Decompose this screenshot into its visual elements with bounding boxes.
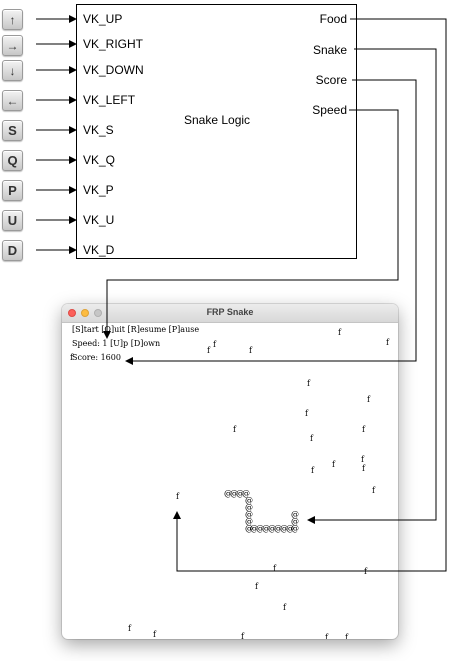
food-cell: f — [362, 464, 365, 473]
food-cell: f — [338, 328, 341, 337]
input-label-vk-q: VK_Q — [83, 153, 116, 167]
input-label-vk-d: VK_D — [83, 243, 115, 257]
food-cell: f — [345, 633, 348, 640]
snake-segment: @ — [274, 524, 282, 533]
up-arrow-icon: ↑ — [9, 12, 16, 27]
food-cell: f — [362, 425, 365, 434]
window-titlebar[interactable]: FRP Snake — [62, 304, 398, 323]
s-key: S — [2, 120, 23, 141]
window-title: FRP Snake — [206, 307, 254, 317]
u-key: U — [2, 210, 23, 231]
output-label-score: Score — [315, 73, 347, 87]
food-cell: f — [311, 466, 314, 475]
snake-segment: @ — [245, 510, 253, 519]
food-cell: f — [70, 353, 73, 362]
speed-line: Speed: 1 [U]p [D]own — [72, 339, 161, 348]
score-line: Score: 1600 — [72, 353, 121, 362]
snake-segment: @ — [250, 524, 258, 533]
right-arrow-key: → — [2, 35, 23, 56]
down-arrow-icon: ↓ — [9, 63, 16, 78]
snake-segment: @ — [245, 524, 253, 533]
food-cell: f — [176, 492, 179, 501]
snake-wire — [307, 48, 437, 524]
snake-logic-box — [76, 4, 357, 259]
snake-segment: @ — [268, 524, 276, 533]
food-cell: f — [310, 434, 313, 443]
snake-segment: @ — [286, 524, 294, 533]
snake-segment: @ — [245, 517, 253, 526]
q-key: Q — [2, 150, 23, 171]
right-arrow-icon: → — [6, 38, 19, 53]
left-arrow-icon: ← — [6, 93, 19, 108]
output-label-snake: Snake — [312, 43, 347, 57]
snake-segment: @ — [245, 503, 253, 512]
input-label-vk-down: VK_DOWN — [83, 63, 144, 77]
snake-segment: @ — [291, 517, 299, 526]
snake-segment: @ — [291, 524, 299, 533]
food-wire — [173, 18, 447, 572]
snake-segment: @ — [280, 524, 288, 533]
close-icon[interactable] — [68, 309, 76, 317]
food-cell: f — [255, 582, 258, 591]
input-label-vk-up: VK_UP — [83, 12, 123, 26]
food-cell: f — [283, 603, 286, 612]
food-cell: f — [372, 486, 375, 495]
snake-segment: @ — [262, 524, 270, 533]
snake-segment: @ — [291, 510, 299, 519]
snake-segment: @ — [236, 489, 244, 498]
food-cell: f — [332, 460, 335, 469]
output-label-food: Food — [319, 12, 347, 26]
input-label-vk-p: VK_P — [83, 183, 114, 197]
food-cell: f — [307, 379, 310, 388]
food-cell: f — [233, 425, 236, 434]
food-cell: f — [241, 632, 244, 640]
d-key: D — [2, 240, 23, 261]
food-cell: f — [325, 633, 328, 640]
zoom-icon[interactable] — [94, 309, 102, 317]
food-cell: f — [273, 564, 276, 573]
snake-segment: @ — [230, 489, 238, 498]
snake-segment: @ — [245, 496, 253, 505]
down-arrow-key: ↓ — [2, 60, 23, 81]
food-cell: f — [207, 346, 210, 355]
food-cell: f — [249, 346, 252, 355]
minimize-icon[interactable] — [81, 309, 89, 317]
snake-logic-title: Snake Logic — [184, 113, 251, 127]
up-arrow-key: ↑ — [2, 9, 23, 30]
left-arrow-key: ← — [2, 90, 23, 111]
input-label-vk-right: VK_RIGHT — [83, 37, 144, 51]
output-label-speed: Speed — [312, 103, 347, 117]
food-cell: f — [386, 338, 389, 347]
p-key: P — [2, 180, 23, 201]
snake-segment: @ — [224, 489, 232, 498]
food-cell: f — [153, 630, 156, 639]
snake-segment: @ — [242, 489, 250, 498]
score-wire — [125, 79, 417, 365]
food-cell: f — [128, 624, 131, 633]
snake-segment: @ — [256, 524, 264, 533]
food-cell: f — [305, 409, 308, 418]
food-cell: f — [361, 455, 364, 464]
food-cell: f — [367, 395, 370, 404]
input-label-vk-left: VK_LEFT — [83, 93, 136, 107]
speed-wire — [103, 109, 399, 339]
frp-snake-window: FRP Snake [S]tart [Q]uit [R]esume [P]aus… — [62, 304, 398, 639]
food-cell: f — [213, 340, 216, 349]
input-label-vk-s: VK_S — [83, 123, 114, 137]
input-label-vk-u: VK_U — [83, 213, 115, 227]
help-line: [S]tart [Q]uit [R]esume [P]ause — [72, 325, 200, 334]
